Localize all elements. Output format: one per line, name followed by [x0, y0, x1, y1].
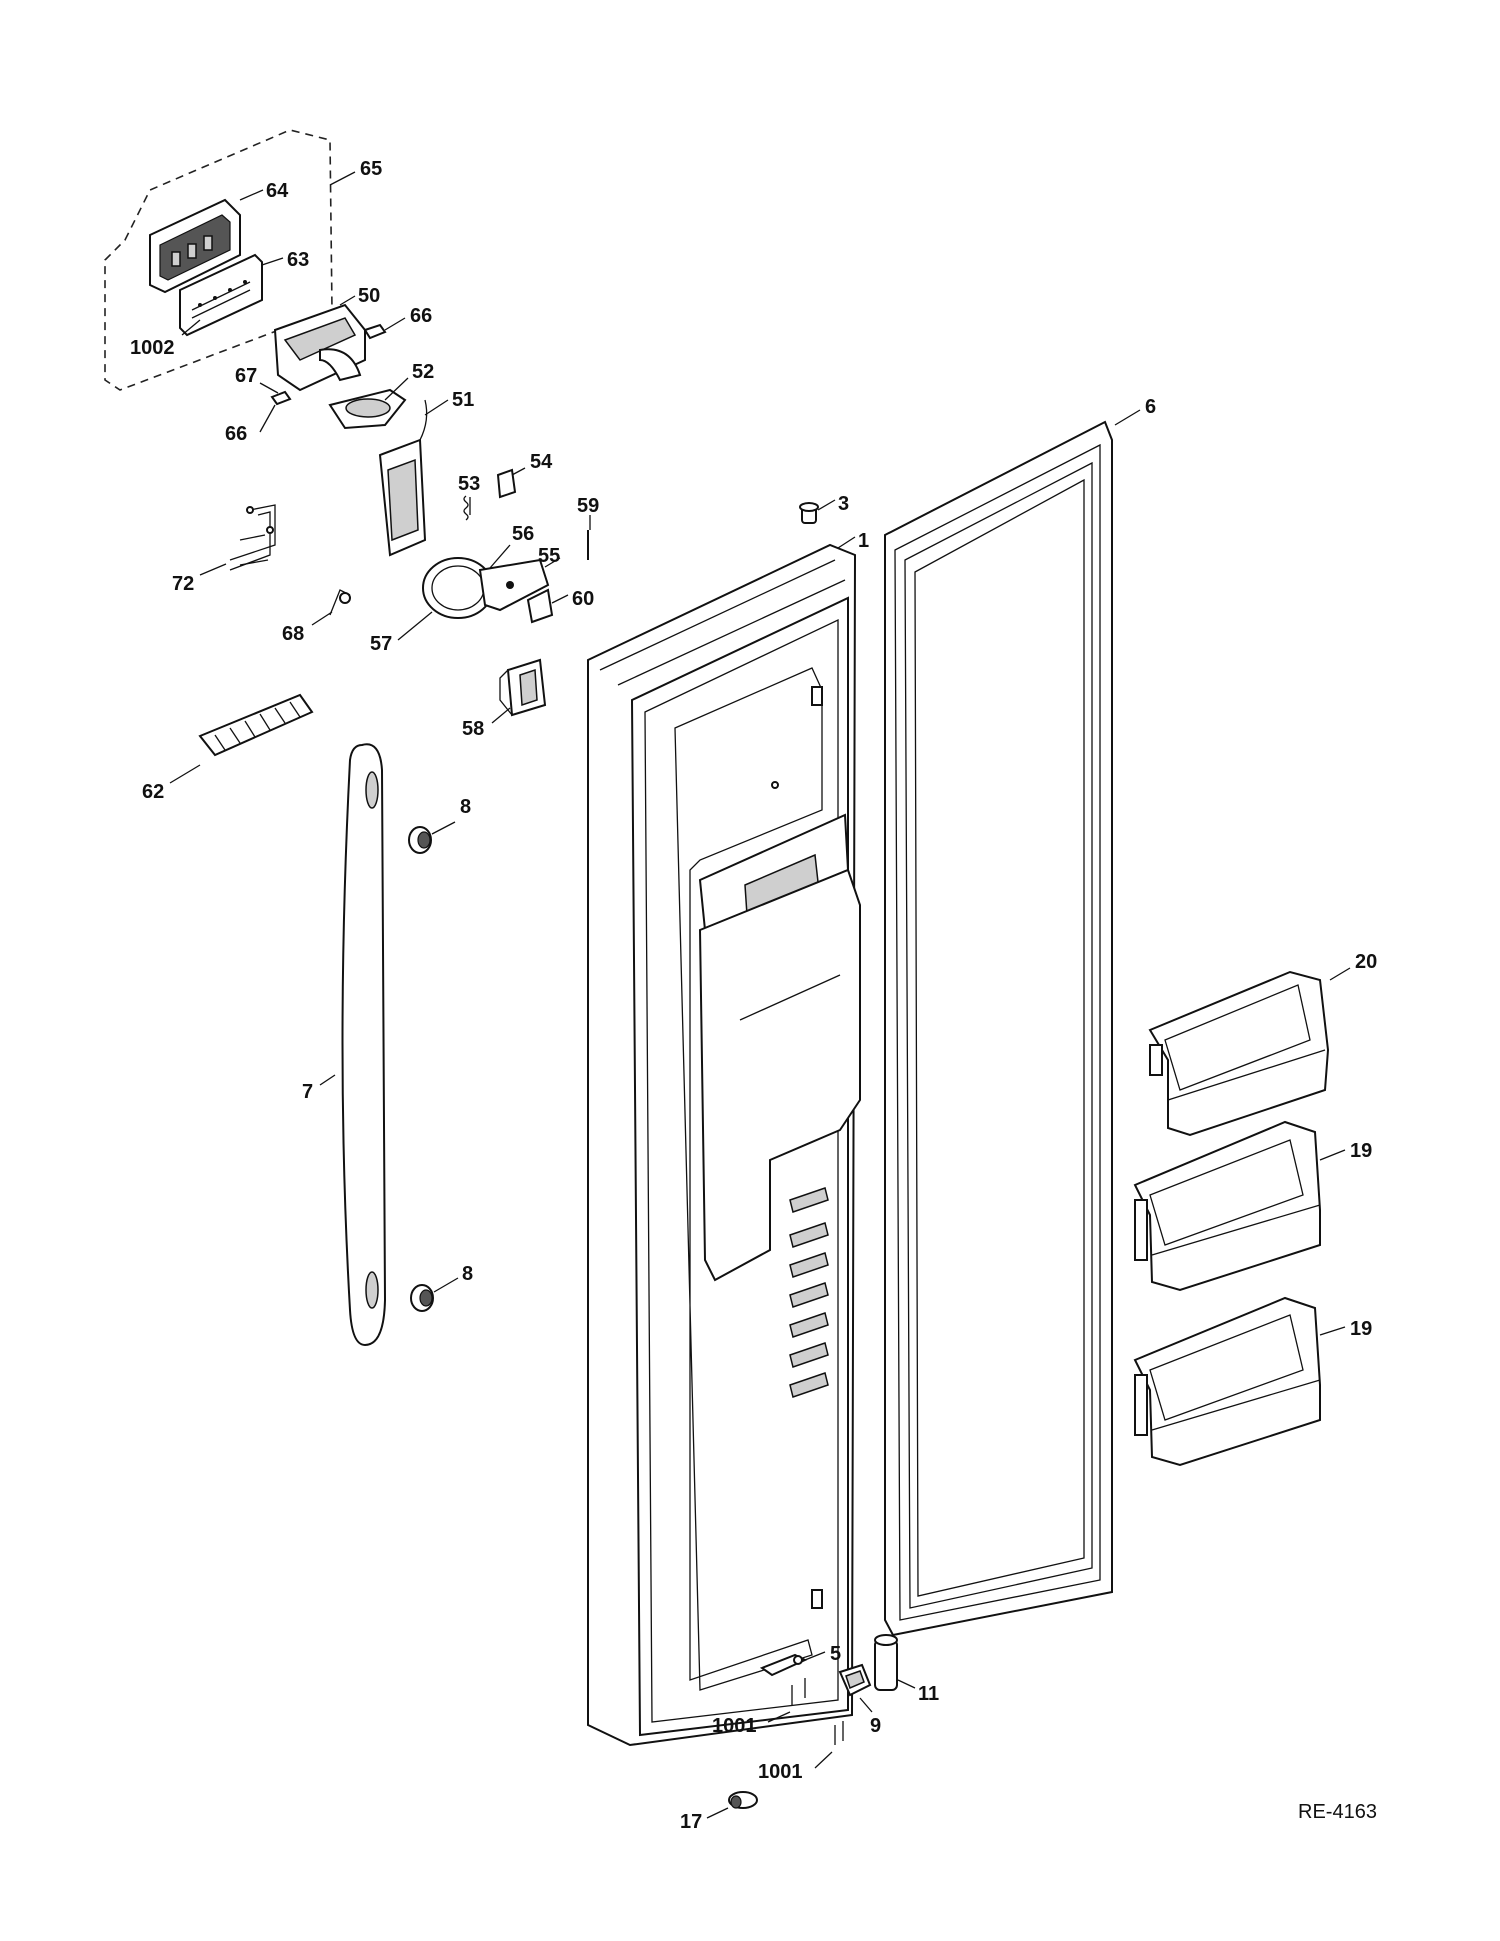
callout-5: 5	[830, 1643, 841, 1665]
part-55-motor-plate	[478, 558, 550, 612]
part-1001-screws-lower	[834, 1721, 844, 1745]
callout-60: 60	[572, 588, 594, 610]
part-63-circuit-board	[179, 253, 263, 337]
callout-72: 72	[172, 573, 194, 595]
callout-55: 55	[538, 545, 560, 567]
callout-63: 63	[287, 249, 309, 271]
callout-67: 67	[235, 365, 257, 387]
callout-3: 3	[838, 493, 849, 515]
part-1001-screws-upper	[791, 1678, 806, 1705]
callout-62: 62	[142, 781, 164, 803]
part-54-switch	[496, 468, 517, 499]
part-19-door-bin-lower	[1133, 1296, 1321, 1467]
callout-6: 6	[1145, 396, 1156, 418]
callout-1: 1	[858, 530, 869, 552]
callout-1001-upper: 1001	[712, 1715, 757, 1737]
part-58-solenoid	[499, 658, 547, 717]
part-51-actuator-paddle	[378, 399, 428, 557]
callout-1002: 1002	[130, 337, 175, 359]
callout-58: 58	[462, 718, 484, 740]
part-66-clip-lower	[270, 390, 292, 406]
part-17-door-stop	[728, 1791, 758, 1809]
callout-64: 64	[266, 180, 289, 202]
part-8-stud-lower	[410, 1284, 434, 1312]
part-11-hinge-bushing	[874, 1634, 898, 1691]
callout-7: 7	[302, 1081, 313, 1103]
callout-66-upper: 66	[410, 305, 432, 327]
part-9-hinge-cam	[838, 1663, 872, 1697]
part-52-funnel-plate	[328, 388, 407, 430]
part-7-door-handle	[341, 743, 387, 1347]
part-3-hinge-bushing	[799, 502, 819, 524]
callout-labels: 65 64 63 50 66 1002 67 52 66 51 6 53 54 …	[130, 158, 1377, 1833]
part-50-dispenser-housing	[273, 303, 366, 392]
part-6-door-gasket	[884, 420, 1113, 1637]
callout-52: 52	[412, 361, 434, 383]
callout-57: 57	[370, 633, 392, 655]
part-72-wire-harness	[229, 504, 276, 571]
callout-56: 56	[512, 523, 534, 545]
callout-65: 65	[360, 158, 382, 180]
part-60-solenoid-bracket	[526, 588, 554, 624]
callout-19-upper: 19	[1350, 1140, 1372, 1162]
part-20-door-bin	[1148, 970, 1330, 1137]
callout-54: 54	[530, 451, 553, 473]
callout-51: 51	[452, 389, 474, 411]
part-64-control-panel	[149, 198, 241, 294]
callout-19-lower: 19	[1350, 1318, 1372, 1340]
part-53-spring	[463, 495, 469, 521]
callout-11: 11	[918, 1683, 939, 1705]
drawing-id: RE-4163	[1298, 1801, 1377, 1823]
callout-59: 59	[577, 495, 599, 517]
callout-8-upper: 8	[460, 796, 471, 818]
part-68-clip	[329, 589, 351, 616]
callout-9: 9	[870, 1715, 881, 1737]
callout-1001-lower: 1001	[758, 1761, 803, 1783]
part-66-clip-upper	[363, 323, 387, 340]
callout-68: 68	[282, 623, 304, 645]
part-8-stud-upper	[408, 826, 432, 854]
assembly-group-outline	[104, 129, 333, 391]
callout-66-lower: 66	[225, 423, 247, 445]
part-62-drip-tray	[198, 693, 314, 757]
callout-8-lower: 8	[462, 1263, 473, 1285]
leader-lines	[169, 171, 1351, 1819]
part-1-door-shell	[587, 543, 861, 1747]
callout-50: 50	[358, 285, 380, 307]
callout-17: 17	[680, 1811, 702, 1833]
part-19-door-bin-upper	[1133, 1120, 1321, 1292]
callout-20: 20	[1355, 951, 1377, 973]
callout-53: 53	[458, 473, 480, 495]
